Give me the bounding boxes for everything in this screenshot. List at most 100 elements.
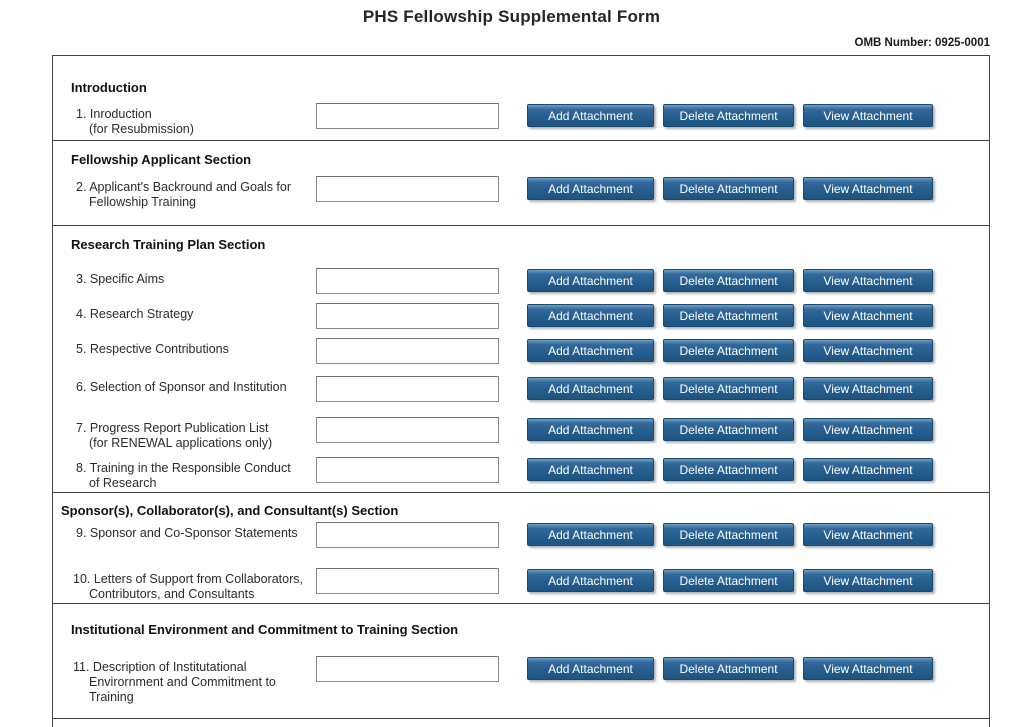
form-row-3: 3. Specific Aims Add Attachment Delete Att…: [53, 268, 989, 294]
attachment-buttons: Add Attachment Delete Attachment View Atta…: [527, 418, 933, 441]
section-header: Research Training Plan Section: [71, 237, 266, 252]
attachment-filename-input[interactable]: [316, 568, 499, 594]
form-row-9: 9. Sponsor and Co-Sponsor Statements Add …: [53, 522, 989, 548]
attachment-buttons: Add Attachment Delete Attachment View Atta…: [527, 377, 933, 400]
view-attachment-button[interactable]: View Attachment: [803, 418, 933, 441]
delete-attachment-button[interactable]: Delete Attachment: [663, 523, 794, 546]
row-label-line: 5. Respective Contributions: [76, 342, 229, 356]
attachment-filename-input[interactable]: [316, 417, 499, 443]
section-header: Sponsor(s), Collaborator(s), and Consult…: [61, 503, 399, 518]
row-label-line: 6. Selection of Sponsor and Institution: [76, 380, 287, 394]
row-label: 9. Sponsor and Co-Sponsor Statements: [76, 526, 316, 541]
section-header: Introduction: [71, 80, 147, 95]
section-1: Introduction 1. Inroduction(for Resubmiss…: [53, 56, 989, 141]
row-label-line: of Research: [89, 476, 157, 490]
delete-attachment-button[interactable]: Delete Attachment: [663, 269, 794, 292]
add-attachment-button[interactable]: Add Attachment: [527, 104, 654, 127]
row-label-line: (for Resubmission): [89, 122, 194, 136]
row-label-line: Fellowship Training: [89, 195, 196, 209]
page-title: PHS Fellowship Supplemental Form: [362, 7, 661, 26]
row-label: 3. Specific Aims: [76, 272, 316, 287]
row-label-line: 2. Applicant's Backround and Goals for: [76, 180, 292, 194]
form-row-4: 4. Research Strategy Add Attachment Delete…: [53, 303, 989, 329]
attachment-buttons: Add Attachment Delete Attachment View Atta…: [527, 458, 933, 481]
attachment-buttons: Add Attachment Delete Attachment View Atta…: [527, 523, 933, 546]
view-attachment-button[interactable]: View Attachment: [803, 458, 933, 481]
row-label: 4. Research Strategy: [76, 307, 316, 322]
form-row-7: 7. Progress Report Publication List(for …: [53, 417, 989, 450]
add-attachment-button[interactable]: Add Attachment: [527, 418, 654, 441]
row-label-line: 1. Inroduction: [76, 107, 152, 121]
row-label-line: Contributors, and Consultants: [89, 587, 255, 601]
row-label-line: Envirornment and Commitment to: [89, 675, 276, 689]
add-attachment-button[interactable]: Add Attachment: [527, 304, 654, 327]
row-label-line: Training: [89, 690, 134, 704]
add-attachment-button[interactable]: Add Attachment: [527, 177, 654, 200]
delete-attachment-button[interactable]: Delete Attachment: [663, 377, 794, 400]
form-row-1: 1. Inroduction(for Resubmission) Add Atta…: [53, 103, 989, 136]
section-header: Fellowship Applicant Section: [71, 152, 252, 167]
view-attachment-button[interactable]: View Attachment: [803, 339, 933, 362]
delete-attachment-button[interactable]: Delete Attachment: [663, 458, 794, 481]
add-attachment-button[interactable]: Add Attachment: [527, 657, 654, 680]
view-attachment-button[interactable]: View Attachment: [803, 569, 933, 592]
delete-attachment-button[interactable]: Delete Attachment: [663, 104, 794, 127]
attachment-filename-input[interactable]: [316, 303, 499, 329]
row-label: 5. Respective Contributions: [76, 342, 316, 357]
section-3: Research Training Plan Section 3. Specifi…: [53, 226, 989, 493]
add-attachment-button[interactable]: Add Attachment: [527, 269, 654, 292]
delete-attachment-button[interactable]: Delete Attachment: [663, 339, 794, 362]
attachment-filename-input[interactable]: [316, 457, 499, 483]
form-row-5: 5. Respective Contributions Add Attachmen…: [53, 338, 989, 364]
add-attachment-button[interactable]: Add Attachment: [527, 377, 654, 400]
row-label-line: 7. Progress Report Publication List: [76, 421, 269, 435]
delete-attachment-button[interactable]: Delete Attachment: [663, 569, 794, 592]
row-label-line: 8. Training in the Responsible Conduct: [76, 461, 291, 475]
attachment-filename-input[interactable]: [316, 376, 499, 402]
view-attachment-button[interactable]: View Attachment: [803, 523, 933, 546]
row-label-line: 9. Sponsor and Co-Sponsor Statements: [76, 526, 298, 540]
view-attachment-button[interactable]: View Attachment: [803, 304, 933, 327]
attachment-buttons: Add Attachment Delete Attachment View Atta…: [527, 104, 933, 127]
row-label: 10. Letters of Support from Collaborator…: [73, 572, 313, 602]
attachment-filename-input[interactable]: [316, 268, 499, 294]
delete-attachment-button[interactable]: Delete Attachment: [663, 304, 794, 327]
delete-attachment-button[interactable]: Delete Attachment: [663, 177, 794, 200]
add-attachment-button[interactable]: Add Attachment: [527, 523, 654, 546]
row-label: 1. Inroduction(for Resubmission): [76, 107, 316, 137]
row-label-line: 3. Specific Aims: [76, 272, 165, 286]
section-5: Institutional Environment and Commitment…: [53, 604, 989, 719]
view-attachment-button[interactable]: View Attachment: [803, 657, 933, 680]
add-attachment-button[interactable]: Add Attachment: [527, 569, 654, 592]
attachment-buttons: Add Attachment Delete Attachment View Atta…: [527, 304, 933, 327]
row-label: 6. Selection of Sponsor and Institution: [76, 380, 316, 395]
delete-attachment-button[interactable]: Delete Attachment: [663, 657, 794, 680]
view-attachment-button[interactable]: View Attachment: [803, 104, 933, 127]
attachment-filename-input[interactable]: [316, 522, 499, 548]
view-attachment-button[interactable]: View Attachment: [803, 177, 933, 200]
attachment-filename-input[interactable]: [316, 656, 499, 682]
add-attachment-button[interactable]: Add Attachment: [527, 458, 654, 481]
attachment-buttons: Add Attachment Delete Attachment View Atta…: [527, 569, 933, 592]
add-attachment-button[interactable]: Add Attachment: [527, 339, 654, 362]
form-row-10: 10. Letters of Support from Collaborator…: [53, 568, 989, 601]
row-label-line: 11. Description of Institutational: [73, 660, 247, 674]
section-4: Sponsor(s), Collaborator(s), and Consult…: [53, 493, 989, 604]
view-attachment-button[interactable]: View Attachment: [803, 377, 933, 400]
row-label-line: (for RENEWAL applications only): [89, 436, 273, 450]
view-attachment-button[interactable]: View Attachment: [803, 269, 933, 292]
omb-number: OMB Number: 0925-0001: [854, 37, 991, 49]
attachment-filename-input[interactable]: [316, 103, 499, 129]
delete-attachment-button[interactable]: Delete Attachment: [663, 418, 794, 441]
attachment-filename-input[interactable]: [316, 176, 499, 202]
attachment-filename-input[interactable]: [316, 338, 499, 364]
attachment-buttons: Add Attachment Delete Attachment View Atta…: [527, 657, 933, 680]
section-2: Fellowship Applicant Section 2. Applicant…: [53, 141, 989, 226]
form-box: Introduction 1. Inroduction(for Resubmiss…: [52, 55, 990, 727]
